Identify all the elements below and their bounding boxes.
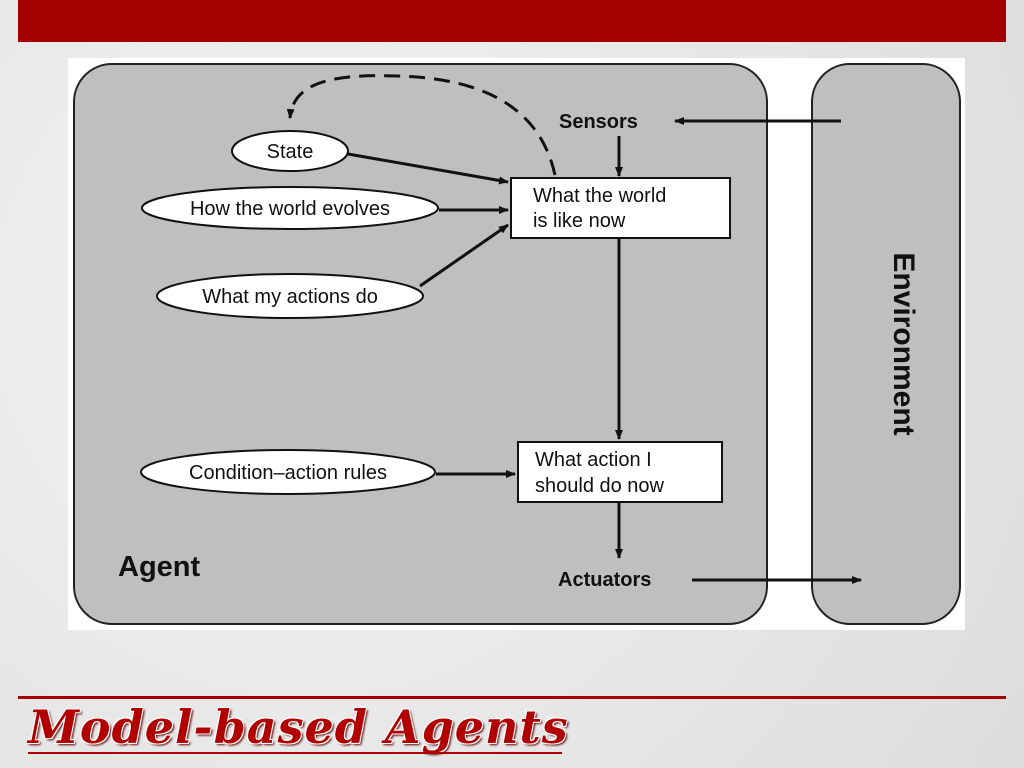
- world-state-box-line2: is like now: [533, 210, 626, 232]
- state-oval: [231, 130, 349, 172]
- sensors-label: Sensors: [559, 111, 638, 133]
- diagram-panel: Environment Agent Sensors Actuators Stat…: [68, 58, 965, 630]
- state-oval-label: State: [267, 141, 314, 163]
- how-world-evolves-label: How the world evolves: [190, 198, 390, 220]
- bottom-accent-rule: [18, 696, 1006, 699]
- what-actions-do-oval: [156, 273, 424, 319]
- environment-label: Environment: [887, 252, 920, 435]
- condition-action-rules-oval: [140, 449, 436, 495]
- model-based-agent-diagram: Environment Agent Sensors Actuators Stat…: [73, 63, 961, 625]
- agent-label: Agent: [118, 551, 201, 583]
- action-choice-box-line1: What action I: [535, 449, 652, 471]
- environment-container: [811, 63, 961, 625]
- condition-action-rules-label: Condition–action rules: [189, 462, 387, 484]
- actuators-label: Actuators: [558, 569, 651, 591]
- state-update-dashed-arrow: [286, 74, 557, 176]
- actions-to-world-arrow: [419, 223, 509, 288]
- world-state-box-line1: What the world: [533, 185, 666, 207]
- state-to-world-arrow: [347, 152, 509, 185]
- action-choice-box: [517, 441, 723, 503]
- top-accent-bar: [18, 0, 1006, 42]
- agent-container: [73, 63, 768, 625]
- action-choice-box-line2: should do now: [535, 475, 665, 497]
- what-actions-do-label: What my actions do: [202, 286, 378, 308]
- how-world-evolves-oval: [141, 186, 439, 230]
- title-underline: [28, 752, 562, 754]
- world-state-box: [510, 177, 731, 239]
- slide-title: Model-based Agents: [28, 700, 569, 754]
